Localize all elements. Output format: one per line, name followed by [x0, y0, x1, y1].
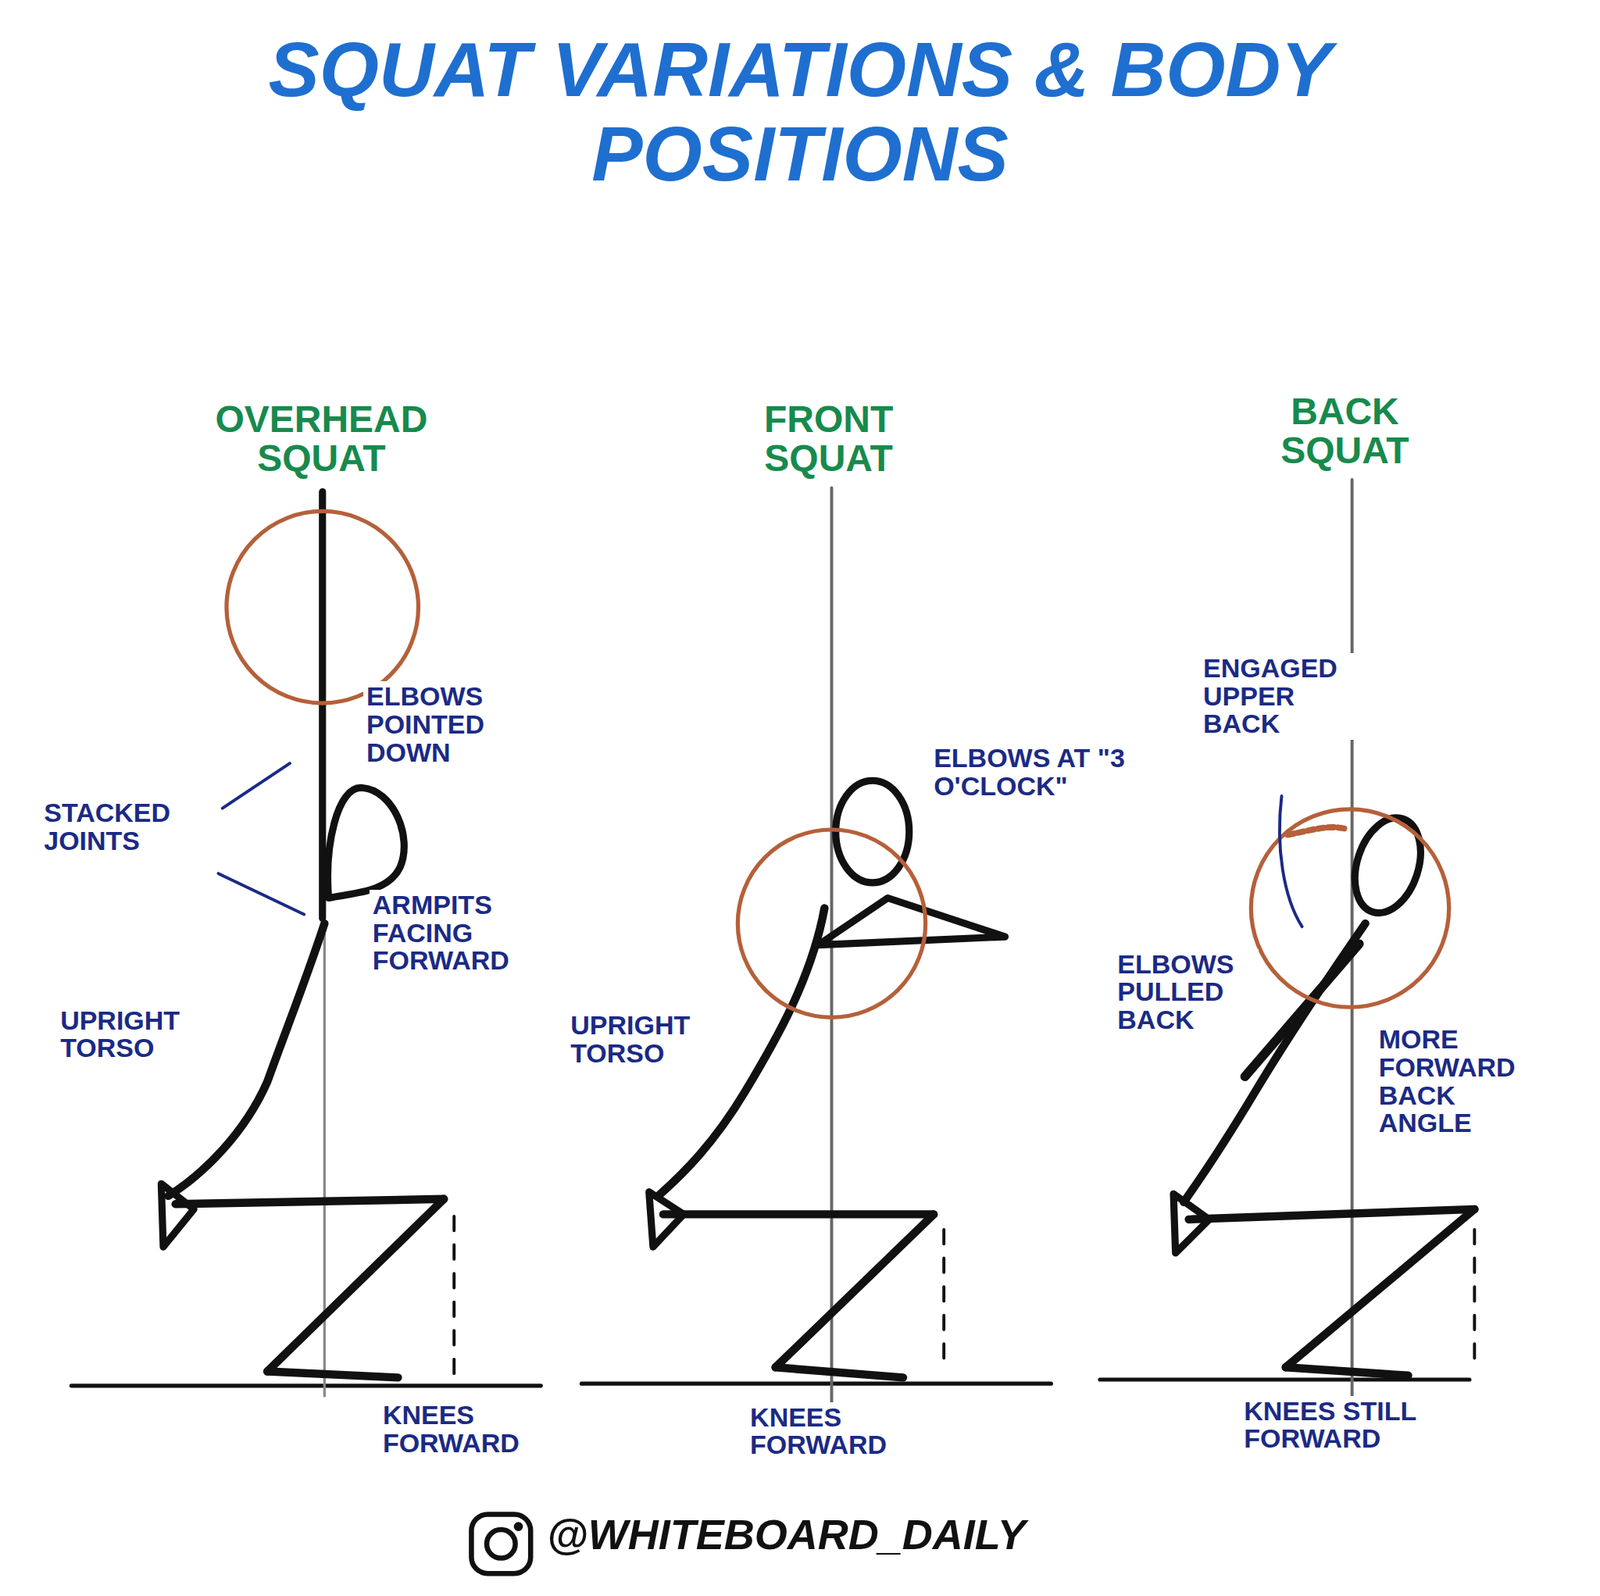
front-squat-figure [649, 780, 1006, 1378]
cue-label: ELBOWS AT "3 O'CLOCK" [930, 742, 1157, 802]
leader-line [1279, 796, 1303, 927]
weight-plate [737, 829, 925, 1018]
bar-path-line [323, 489, 326, 1397]
leader-line [218, 873, 305, 915]
cue-label: ENGAGED UPPER BACK [1200, 653, 1360, 740]
ground-line [1100, 1377, 1470, 1382]
instagram-icon [471, 1514, 531, 1574]
knee-line [452, 1216, 456, 1378]
leader-line [222, 763, 290, 808]
ground-line [581, 1382, 1051, 1386]
cue-label: ELBOWS PULLED BACK [1114, 949, 1258, 1036]
ground-line [71, 1383, 541, 1388]
bar-path-line [830, 487, 834, 1408]
cue-label: UPRIGHT TORSO [57, 1005, 227, 1065]
title: SQUAT VARIATIONS & BODY POSITIONS [233, 28, 1367, 197]
cue-label: KNEES STILL FORWARD [1240, 1396, 1492, 1455]
knee-line [942, 1229, 946, 1368]
knee-line [1472, 1229, 1476, 1373]
squat-heading: OVERHEAD SQUAT [193, 400, 450, 479]
cue-label: ELBOWS POINTED DOWN [363, 681, 518, 768]
cue-label: UPRIGHT TORSO [567, 1010, 737, 1069]
cue-label: MORE FORWARD BACK ANGLE [1375, 1024, 1556, 1140]
cue-label: KNEES FORWARD [379, 1400, 555, 1459]
cue-label: STACKED JOINTS [40, 797, 200, 857]
upper-back-mark [1287, 827, 1345, 836]
squat-heading: BACK SQUAT [1247, 392, 1442, 472]
cue-label: KNEES FORWARD [746, 1402, 922, 1461]
squat-heading: FRONT SQUAT [731, 400, 925, 479]
watermark: @WHITEBOARD_DAILY [546, 1512, 1118, 1558]
weight-plate [226, 510, 419, 704]
cue-label: ARMPITS FACING FORWARD [369, 889, 540, 977]
